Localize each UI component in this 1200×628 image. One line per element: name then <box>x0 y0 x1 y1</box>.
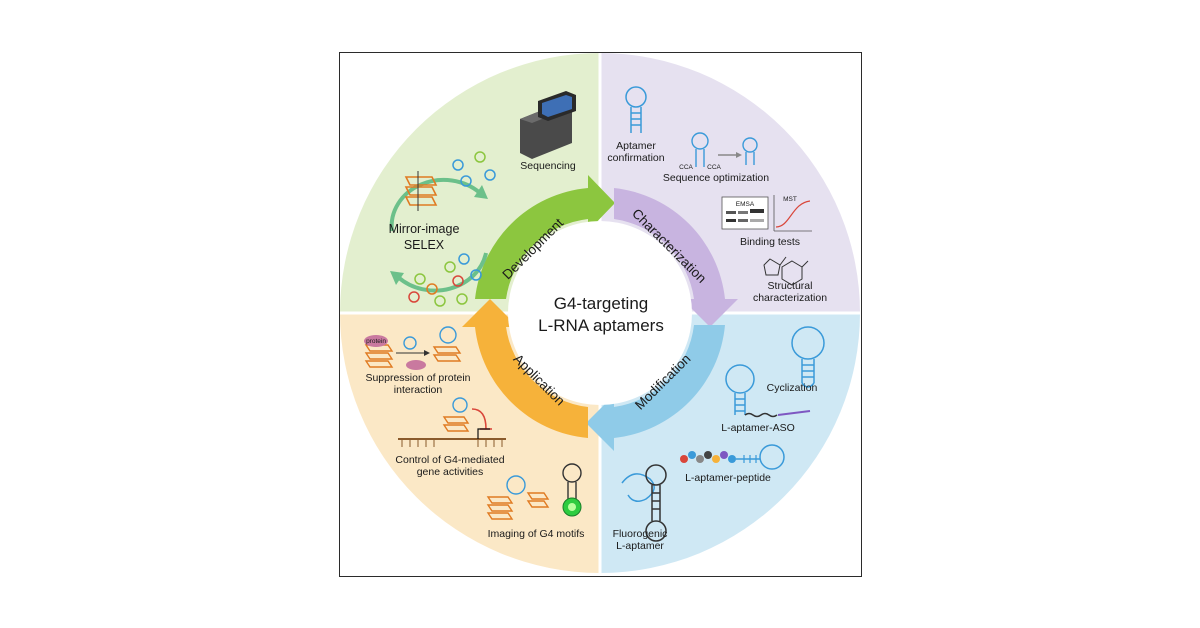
modification-arrow <box>586 325 725 451</box>
development-arrow <box>475 175 615 299</box>
structural-label-line2: characterization <box>753 292 827 304</box>
aptamer-hairpin-icon <box>625 86 647 133</box>
selex-label-line2: SELEX <box>404 238 445 252</box>
seq-right-label: CCA <box>707 164 721 171</box>
aptamer-aso-icon <box>725 364 811 418</box>
selex-arrowhead-top <box>474 185 488 199</box>
mst-plot-icon <box>773 195 812 232</box>
application-arrow <box>462 299 588 438</box>
suppression-label-line2: interaction <box>394 384 443 396</box>
center-title-line2: L-RNA aptamers <box>538 316 664 335</box>
mst-label: MST <box>783 196 797 203</box>
chemical-structure-icon <box>763 256 809 286</box>
fluorogenic-label-line1: Fluorogenic <box>613 528 668 540</box>
sequencing-label: Sequencing <box>520 160 576 172</box>
cyclization-label: Cyclization <box>767 382 818 394</box>
selex-arrowhead-bottom <box>390 271 404 285</box>
control-label-line2: gene activities <box>417 466 484 478</box>
fluorogenic-label-line2: L-aptamer <box>616 540 664 552</box>
protein-tag: protein <box>366 338 386 345</box>
aptamer-confirmation-line1: Aptamer <box>616 140 656 152</box>
sequence-optimization-label: Sequence optimization <box>663 172 769 184</box>
selex-label-line1: Mirror-image <box>389 222 460 236</box>
seq-left-label: CCA <box>679 164 693 171</box>
emsa-label: EMSA <box>736 201 755 208</box>
gene-control-icon <box>398 397 506 447</box>
l-aptamer-peptide-label: L-aptamer-peptide <box>685 472 771 484</box>
center-circle <box>508 221 692 405</box>
g4-structure-icon <box>404 171 438 211</box>
structural-label-line1: Structural <box>768 280 813 292</box>
aptamer-library-icons <box>408 151 496 307</box>
sequencer-icon <box>520 91 576 159</box>
imaging-label: Imaging of G4 motifs <box>488 528 585 540</box>
suppression-label-line1: Suppression of protein <box>365 372 470 384</box>
suppression-icon <box>364 326 462 370</box>
imaging-icon <box>486 463 582 520</box>
characterization-arrow <box>614 188 738 327</box>
center-title-line1: G4-targeting <box>554 294 649 313</box>
g4-aptamer-cycle-diagram: Development Characterization Modificatio… <box>340 53 861 576</box>
cyclized-aptamer-icon <box>791 326 825 388</box>
fluorogenic-aptamer-icon <box>621 464 667 542</box>
aptamer-confirmation-line2: confirmation <box>607 152 664 164</box>
emsa-gel-icon <box>721 196 769 230</box>
l-aptamer-aso-label: L-aptamer-ASO <box>721 422 795 434</box>
sequence-optimization-icon <box>691 132 758 167</box>
figure-frame: Development Characterization Modificatio… <box>339 52 862 577</box>
binding-tests-label: Binding tests <box>740 236 800 248</box>
selex-cycle-arrow-bottom <box>396 252 488 293</box>
control-label-line1: Control of G4-mediated <box>395 454 504 466</box>
aptamer-peptide-icon <box>680 444 785 470</box>
